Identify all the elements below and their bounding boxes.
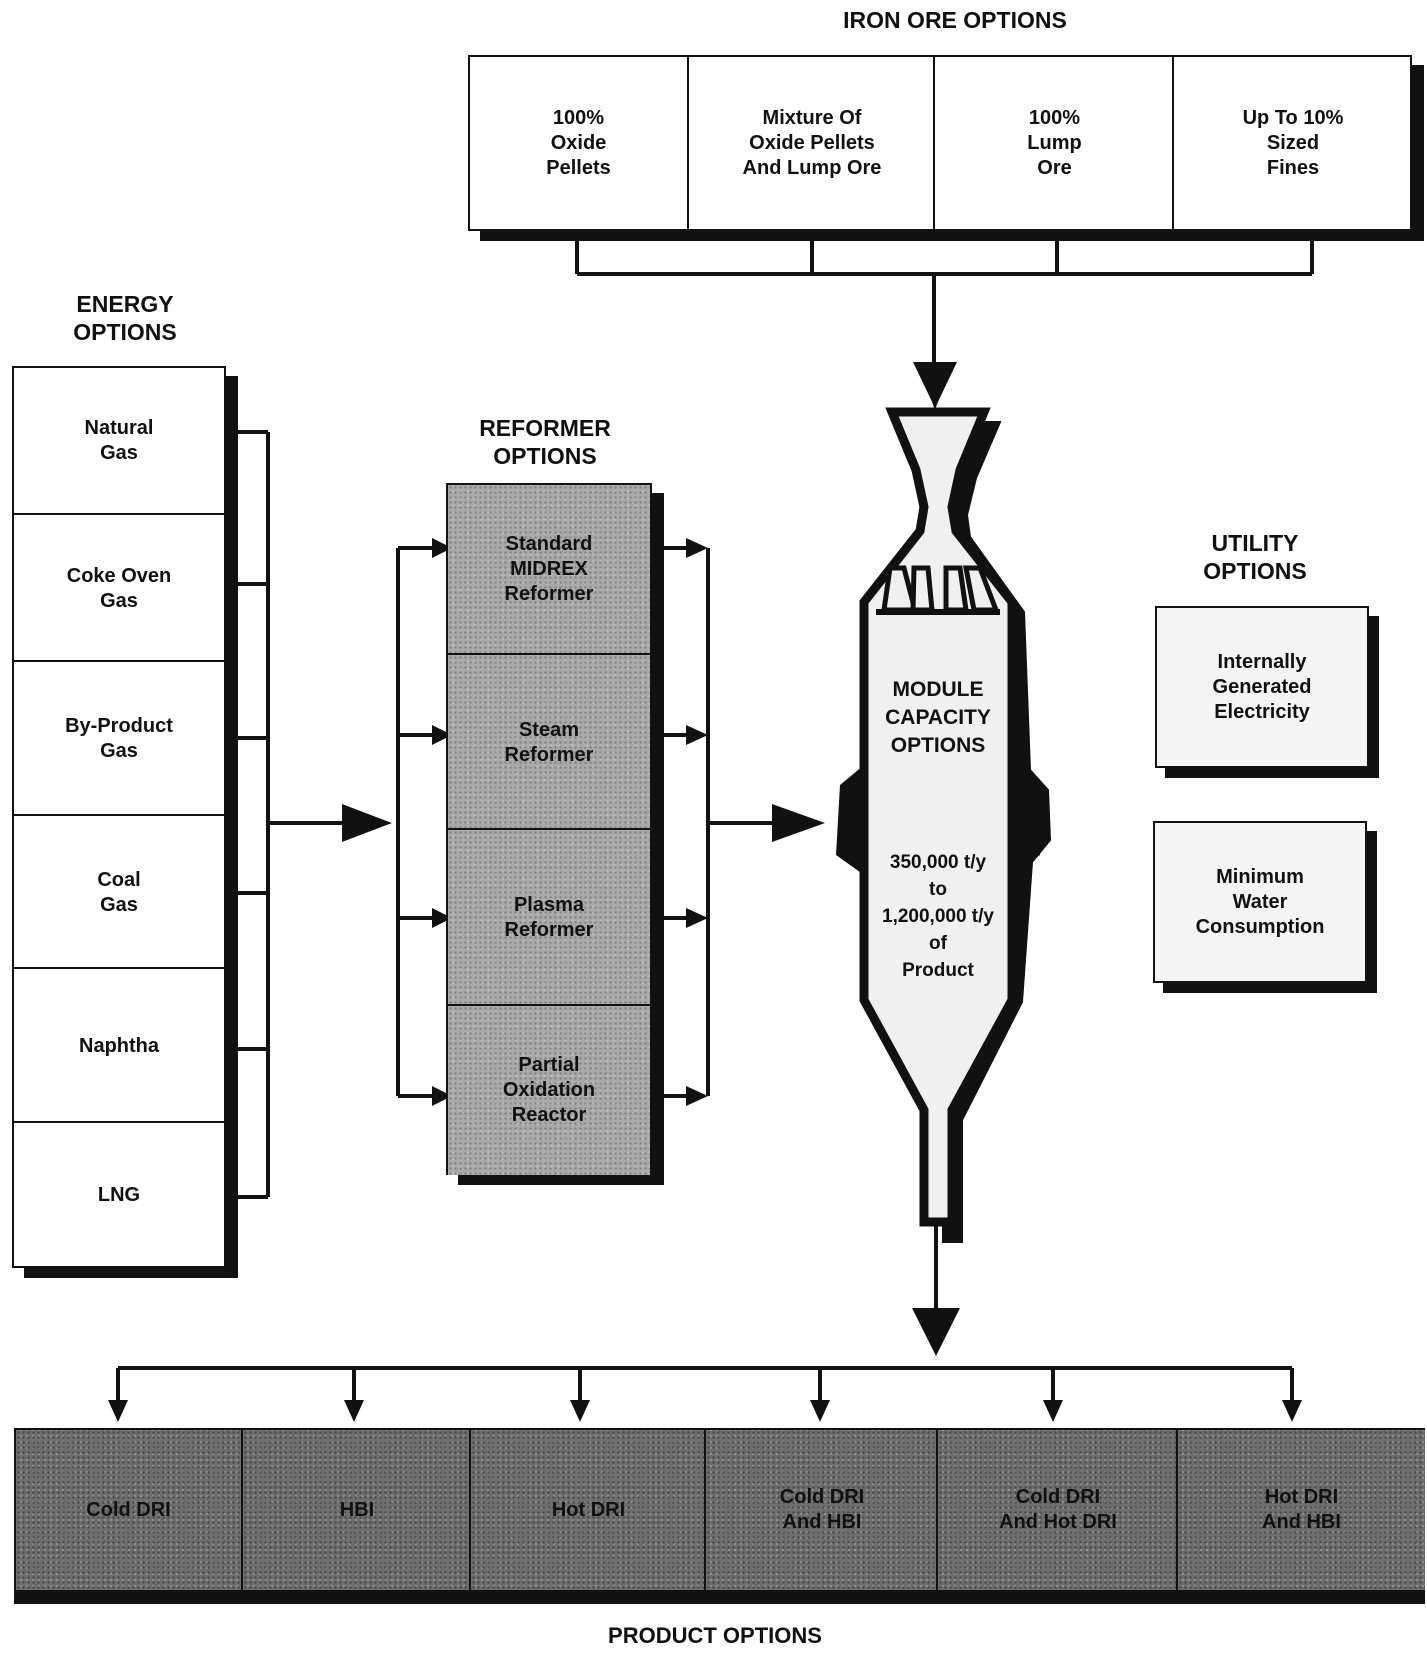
- reformer-option: Partial Oxidation Reactor: [448, 1004, 650, 1175]
- energy-option: LNG: [14, 1121, 224, 1268]
- reformer-option: Steam Reformer: [448, 653, 650, 830]
- module-capacity-title: MODULE CAPACITY OPTIONS: [885, 678, 991, 757]
- utility-option-box: Minimum Water Consumption: [1153, 821, 1367, 983]
- product-option: Hot DRI And HBI: [1176, 1430, 1425, 1590]
- energy-options-box: Natural Gas Coke Oven Gas By-Product Gas…: [12, 366, 226, 1268]
- energy-option: Natural Gas: [84, 416, 154, 464]
- reformer-options-box: Standard MIDREX Reformer Steam Reformer …: [446, 483, 652, 1175]
- reformer-option: Plasma Reformer: [448, 828, 650, 1006]
- arrow-reformer-to-shaft: [772, 804, 825, 842]
- arrow-energy-to-reformer: [342, 804, 392, 842]
- product-option: Cold DRI And HBI: [704, 1430, 938, 1590]
- iron-ore-option: Mixture Of Oxide Pellets And Lump Ore: [687, 57, 935, 229]
- product-option: Hot DRI: [469, 1430, 706, 1590]
- energy-title: ENERGY OPTIONS: [73, 291, 177, 345]
- utility-option: Internally Generated Electricity: [1212, 650, 1312, 723]
- product-option: HBI: [241, 1430, 471, 1590]
- iron-ore-option: Up To 10% Sized Fines: [1172, 57, 1412, 229]
- iron-ore-title: IRON ORE OPTIONS: [843, 7, 1067, 33]
- energy-option: Coke Oven Gas: [14, 513, 224, 662]
- product-option: Cold DRI: [16, 1430, 241, 1590]
- iron-ore-options-box: 100% Oxide Pellets Mixture Of Oxide Pell…: [468, 55, 1412, 231]
- reformer-title: REFORMER OPTIONS: [479, 415, 611, 469]
- utility-title: UTILITY OPTIONS: [1203, 530, 1307, 584]
- energy-option: By-Product Gas: [14, 660, 224, 816]
- utility-option-box: Internally Generated Electricity: [1155, 606, 1369, 768]
- shaft-furnace-body: [859, 407, 1017, 1227]
- module-capacity-range: 350,000 t/y to 1,200,000 t/y of Product: [882, 851, 994, 981]
- arrow-shaft-to-product: [912, 1308, 960, 1356]
- energy-option: Coal Gas: [14, 814, 224, 969]
- iron-ore-option: 100% Lump Ore: [933, 57, 1174, 229]
- product-title: PRODUCT OPTIONS: [608, 1623, 822, 1648]
- energy-option: Naphtha: [14, 967, 224, 1123]
- iron-ore-option: 100% Oxide Pellets: [546, 106, 611, 179]
- product-option: Cold DRI And Hot DRI: [936, 1430, 1178, 1590]
- product-options-box: Cold DRI HBI Hot DRI Cold DRI And HBI Co…: [14, 1428, 1425, 1592]
- utility-option: Minimum Water Consumption: [1195, 865, 1325, 938]
- reformer-option: Standard MIDREX Reformer: [448, 485, 650, 653]
